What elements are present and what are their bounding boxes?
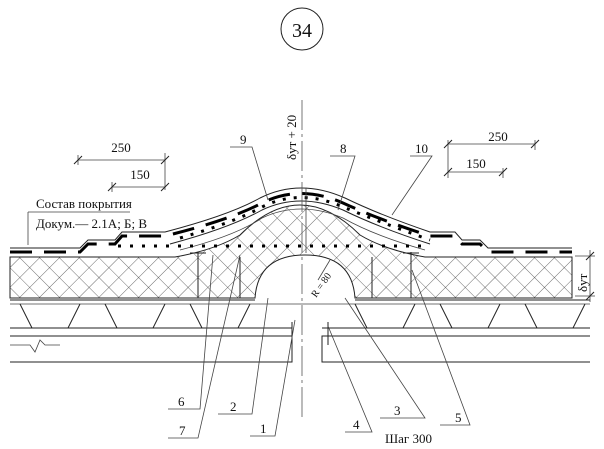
supporting-beams xyxy=(10,322,590,363)
roofing-membrane xyxy=(10,187,572,254)
dim-left-250: 250 xyxy=(111,140,131,155)
dim-ridge-height: δут + 20 xyxy=(284,115,299,160)
callout-5: 5 xyxy=(455,410,462,425)
drawing-number: 34 xyxy=(292,20,312,42)
callout-6: 6 xyxy=(178,394,185,409)
step-note: Шаг 300 xyxy=(385,431,432,446)
composition-reference: Докум.— 2.1А; Б; В xyxy=(36,216,147,231)
callout-10: 10 xyxy=(415,141,428,156)
drawing-number-badge: 34 xyxy=(280,7,324,51)
insulation-layer xyxy=(9,204,573,299)
callout-1: 1 xyxy=(260,421,267,436)
dim-right-250: 250 xyxy=(488,129,508,144)
composition-heading: Состав покрытия xyxy=(36,196,132,211)
dim-radius: R = 80 xyxy=(309,271,334,300)
dimension-lines xyxy=(73,139,595,302)
profiled-steel-deck xyxy=(10,299,590,329)
callout-2: 2 xyxy=(230,399,237,414)
composition-leader xyxy=(27,211,130,245)
dim-right-150: 150 xyxy=(466,156,486,171)
callout-9: 9 xyxy=(240,132,247,147)
fasteners xyxy=(190,252,419,298)
callout-3: 3 xyxy=(394,403,401,418)
callout-leaders xyxy=(168,146,471,439)
callout-7: 7 xyxy=(179,423,186,438)
callout-8: 8 xyxy=(340,141,347,156)
dim-insulation-thickness: δут xyxy=(575,273,590,292)
dim-left-150: 150 xyxy=(130,167,150,182)
callout-4: 4 xyxy=(353,417,360,432)
